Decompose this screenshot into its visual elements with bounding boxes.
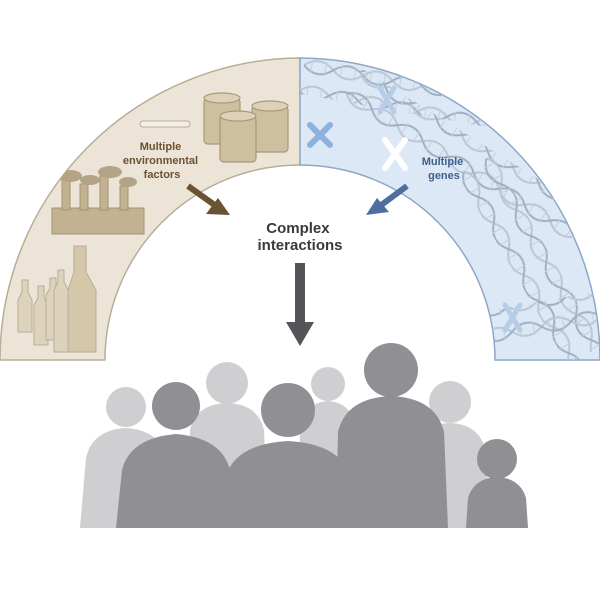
bottles-icon bbox=[17, 245, 97, 353]
people-group bbox=[80, 343, 528, 528]
genes-panel bbox=[299, 57, 600, 361]
environmental-factors-panel bbox=[0, 57, 301, 361]
barrels-icon bbox=[203, 92, 289, 163]
genes-label: Multiple genes bbox=[422, 156, 467, 182]
genes-arrow bbox=[366, 183, 409, 215]
environmental-factors-label: Multiple environmental factors bbox=[123, 141, 201, 181]
cigarette-icon bbox=[139, 120, 191, 128]
complex-interactions-label: Complex interactions bbox=[257, 220, 342, 254]
environment-arrow bbox=[186, 183, 230, 215]
down-arrow bbox=[286, 263, 314, 346]
factory-icon bbox=[51, 166, 145, 235]
foreground-person-silhouettes bbox=[116, 343, 528, 528]
chromosome-icon bbox=[307, 85, 523, 333]
